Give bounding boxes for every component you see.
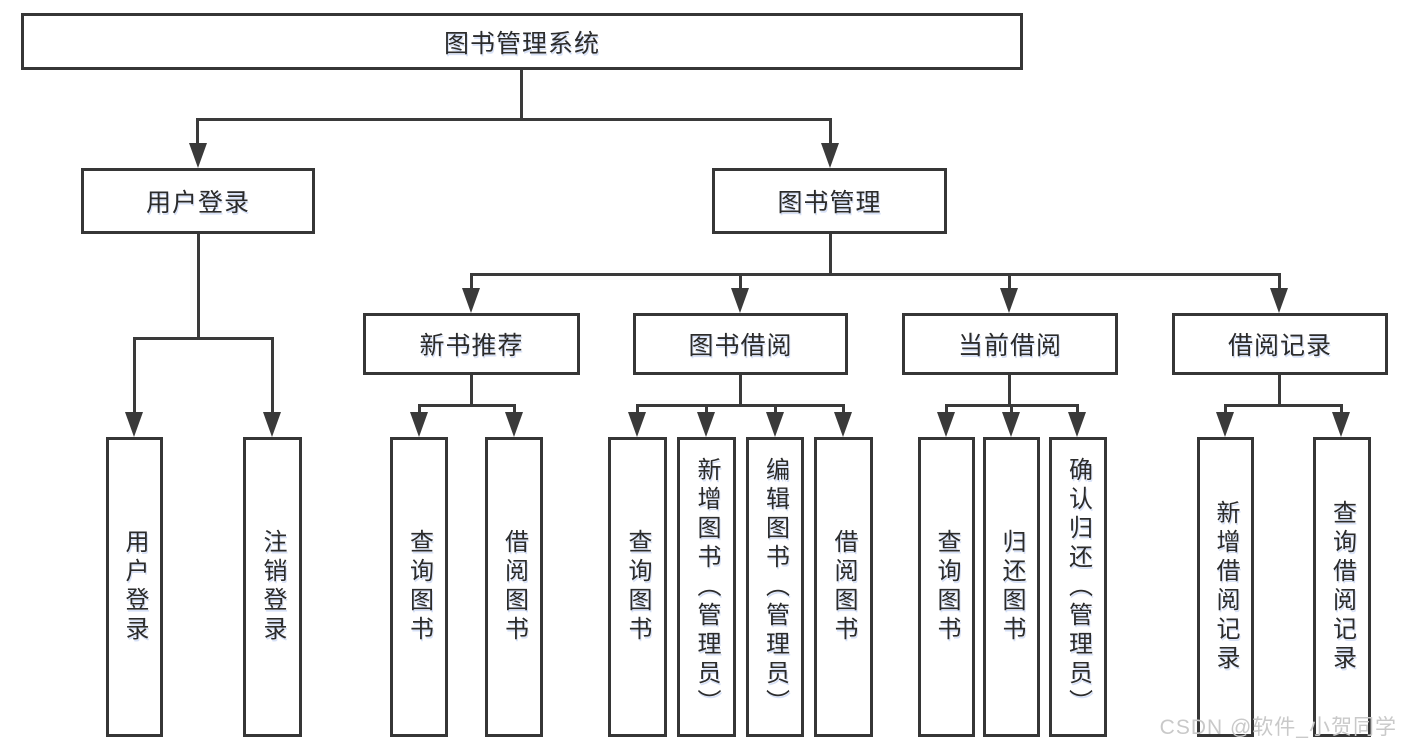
connector-leaf-drop	[513, 404, 516, 416]
leaf-confirm-return-admin-label: 确认归还（管理员）	[1064, 456, 1092, 718]
connector-book-mgmt-drop	[829, 118, 832, 146]
connector-leaf-drop	[1340, 404, 1343, 416]
leaf-query-books-current-label: 查询图书	[933, 529, 960, 645]
leaf-borrow-books-label: 借阅图书	[830, 529, 857, 645]
leaf-confirm-return-admin: 确认归还（管理员）	[1049, 437, 1107, 737]
arrowhead-down-icon	[263, 412, 281, 437]
node-user-login-label: 用户登录	[145, 189, 250, 217]
node-user-login: 用户登录	[81, 168, 315, 234]
leaf-return-books-label: 归还图书	[998, 529, 1025, 645]
node-borrowing-records: 借阅记录	[1172, 313, 1388, 375]
leaf-logout-label: 注销登录	[259, 529, 286, 645]
leaf-add-books-admin: 新增图书（管理员）	[677, 437, 736, 737]
node-new-book-recommend-label: 新书推荐	[419, 332, 524, 360]
connector-new-book-rail	[419, 404, 515, 407]
connector-user-login-stem	[197, 234, 200, 340]
node-root-label: 图书管理系统	[443, 29, 600, 58]
connector-leaf-drop	[1010, 404, 1013, 416]
leaf-borrow-books-recommend: 借阅图书	[485, 437, 543, 737]
leaf-query-books-label: 查询图书	[624, 529, 651, 645]
connector-level3-drop	[1008, 273, 1011, 290]
connector-leaf-drop	[1076, 404, 1079, 416]
leaf-user-login: 用户登录	[106, 437, 163, 737]
connector-book-mgmt-stem	[829, 234, 832, 276]
leaf-user-login-label: 用户登录	[121, 529, 148, 645]
leaf-return-books: 归还图书	[983, 437, 1040, 737]
arrowhead-down-icon	[697, 412, 715, 437]
arrowhead-down-icon	[462, 288, 480, 313]
connector-root-stem	[520, 70, 523, 118]
arrowhead-down-icon	[1068, 412, 1086, 437]
arrowhead-down-icon	[1000, 288, 1018, 313]
node-book-management-label: 图书管理	[777, 189, 882, 217]
arrowhead-down-icon	[410, 412, 428, 437]
connector-new-book-stem	[470, 375, 473, 407]
node-new-book-recommend: 新书推荐	[363, 313, 580, 375]
connector-leaf-drop	[636, 404, 639, 416]
connector-leaf-drop	[774, 404, 777, 416]
leaf-borrow-books-recommend-label: 借阅图书	[500, 529, 528, 645]
arrowhead-down-icon	[189, 143, 207, 168]
connector-root-rail	[197, 118, 832, 121]
node-current-borrowing: 当前借阅	[902, 313, 1118, 375]
arrowhead-down-icon	[1270, 288, 1288, 313]
arrowhead-down-icon	[731, 288, 749, 313]
leaf-query-books-current: 查询图书	[918, 437, 975, 737]
arrowhead-down-icon	[821, 143, 839, 168]
node-borrowing-records-label: 借阅记录	[1227, 332, 1332, 360]
leaf-query-books-recommend: 查询图书	[390, 437, 448, 737]
leaf-edit-books-admin-label: 编辑图书（管理员）	[761, 456, 789, 718]
arrowhead-down-icon	[834, 412, 852, 437]
node-root: 图书管理系统	[21, 13, 1023, 70]
arrowhead-down-icon	[1002, 412, 1020, 437]
leaf-query-borrow-record: 查询借阅记录	[1313, 437, 1371, 737]
connector-book-borrow-stem	[739, 375, 742, 407]
node-current-borrowing-label: 当前借阅	[957, 332, 1062, 360]
leaf-borrow-books: 借阅图书	[814, 437, 873, 737]
connector-leaf-drop	[705, 404, 708, 416]
leaf-add-books-admin-label: 新增图书（管理员）	[693, 456, 720, 718]
leaf-logout: 注销登录	[243, 437, 302, 737]
leaf-edit-books-admin: 编辑图书（管理员）	[746, 437, 804, 737]
connector-leaf-drop	[1224, 404, 1227, 416]
csdn-watermark: CSDN @软件_小贺同学	[1159, 716, 1397, 739]
leaf-query-borrow-record-label: 查询借阅记录	[1328, 500, 1356, 674]
node-book-management: 图书管理	[712, 168, 947, 234]
arrowhead-down-icon	[505, 412, 523, 437]
leaf-add-borrow-record-label: 新增借阅记录	[1212, 500, 1239, 674]
connector-level3-drop	[470, 273, 473, 290]
arrowhead-down-icon	[766, 412, 784, 437]
leaf-query-books-recommend-label: 查询图书	[405, 529, 433, 645]
connector-level3-drop	[739, 273, 742, 290]
connector-borrow-records-stem	[1278, 375, 1281, 407]
connector-borrow-records-rail	[1225, 404, 1343, 407]
connector-leaf-drop	[418, 404, 421, 416]
arrowhead-down-icon	[125, 412, 143, 437]
connector-leaf-drop	[842, 404, 845, 416]
node-book-borrowing-label: 图书借阅	[688, 332, 793, 360]
arrowhead-down-icon	[1332, 412, 1350, 437]
connector-current-borrow-stem	[1008, 375, 1011, 407]
connector-user-login-rail	[134, 337, 273, 340]
connector-book-mgmt-rail	[471, 273, 1281, 276]
leaf-query-books: 查询图书	[608, 437, 667, 737]
connector-book-borrow-rail	[637, 404, 844, 407]
arrowhead-down-icon	[1216, 412, 1234, 437]
connector-user-login-drop	[196, 118, 199, 146]
connector-leaf-drop	[271, 337, 274, 414]
node-book-borrowing: 图书借阅	[633, 313, 848, 375]
connector-leaf-drop	[945, 404, 948, 416]
connector-level3-drop	[1278, 273, 1281, 290]
connector-leaf-drop	[133, 337, 136, 414]
arrowhead-down-icon	[937, 412, 955, 437]
leaf-add-borrow-record: 新增借阅记录	[1197, 437, 1254, 737]
arrowhead-down-icon	[628, 412, 646, 437]
